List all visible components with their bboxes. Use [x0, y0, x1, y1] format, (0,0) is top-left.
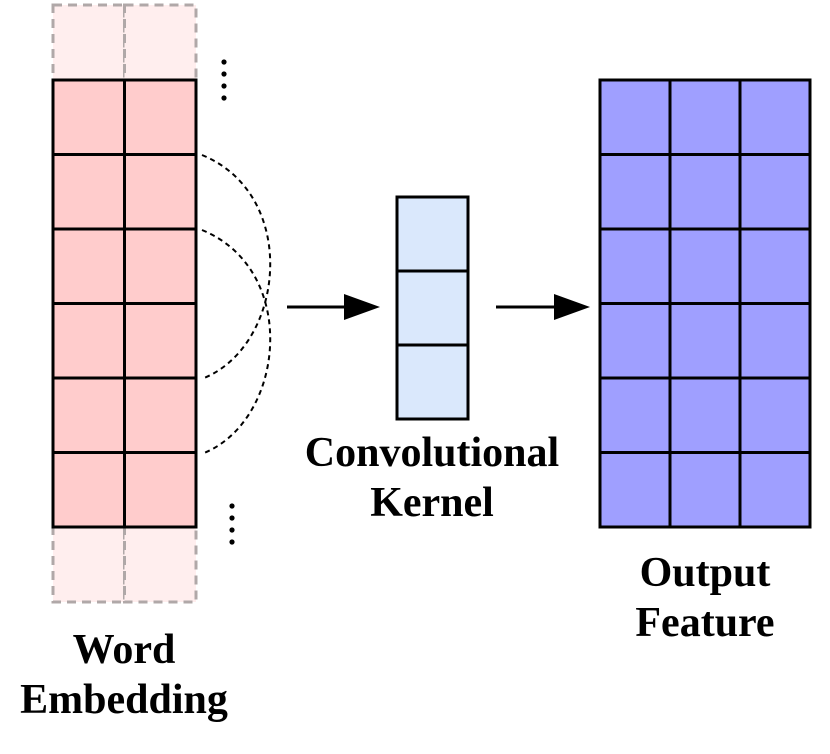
output-cell: [738, 451, 812, 529]
right-arrow-icon: [496, 294, 590, 320]
output-feature-grid: [598, 78, 812, 529]
word-embedding-label-line2: Embedding: [20, 677, 228, 723]
output-cell: [738, 227, 812, 305]
convolutional-kernel-grid: [395, 195, 470, 421]
output-cell: [598, 451, 672, 529]
vertical-ellipsis-icon: [221, 59, 227, 101]
right-arrow-icon: [287, 294, 380, 320]
vertical-ellipsis-icon: [229, 503, 235, 545]
output-cell: [598, 78, 672, 156]
receptive-field-arc-2: [201, 229, 272, 454]
output-cell: [598, 302, 672, 380]
embedding-cell: [51, 227, 126, 305]
convolutional-kernel-label-line2: Kernel: [370, 480, 494, 526]
output-cell: [738, 376, 812, 454]
output-cell: [738, 78, 812, 156]
output-cell: [738, 153, 812, 231]
kernel-cell: [395, 343, 470, 421]
output-feature-label-line2: Feature: [635, 600, 775, 646]
output-feature-label-line1: Output: [639, 550, 771, 596]
embedding-cell: [123, 78, 198, 156]
convolutional-kernel-label-line1: Convolutional: [304, 430, 560, 476]
output-cell: [668, 302, 742, 380]
output-feature-label: Output Feature: [590, 548, 820, 648]
padding-row-bottom: [51, 525, 198, 604]
embedding-cell: [123, 153, 198, 231]
output-cell: [668, 451, 742, 529]
padding-cell: [51, 525, 126, 604]
embedding-cell: [51, 153, 126, 231]
embedding-cell: [51, 376, 126, 454]
kernel-cell: [395, 195, 470, 273]
embedding-cell: [123, 451, 198, 529]
embedding-cell: [123, 227, 198, 305]
output-cell: [668, 227, 742, 305]
padding-cell: [123, 3, 198, 82]
receptive-field-arc-1: [201, 154, 272, 379]
padding-cell: [123, 525, 198, 604]
word-embedding-label-line1: Word: [72, 627, 176, 673]
output-cell: [668, 376, 742, 454]
word-embedding-label: Word Embedding: [0, 625, 248, 725]
convolutional-kernel-label: Convolutional Kernel: [270, 428, 594, 528]
word-embedding-grid: [51, 78, 198, 529]
embedding-cell: [51, 302, 126, 380]
embedding-cell: [51, 451, 126, 529]
padding-row-top: [51, 3, 198, 82]
embedding-cell: [123, 376, 198, 454]
embedding-cell: [51, 78, 126, 156]
embedding-cell: [123, 302, 198, 380]
kernel-cell: [395, 269, 470, 347]
output-cell: [668, 153, 742, 231]
output-cell: [598, 153, 672, 231]
output-cell: [598, 376, 672, 454]
output-cell: [598, 227, 672, 305]
output-cell: [738, 302, 812, 380]
output-cell: [668, 78, 742, 156]
padding-cell: [51, 3, 126, 82]
